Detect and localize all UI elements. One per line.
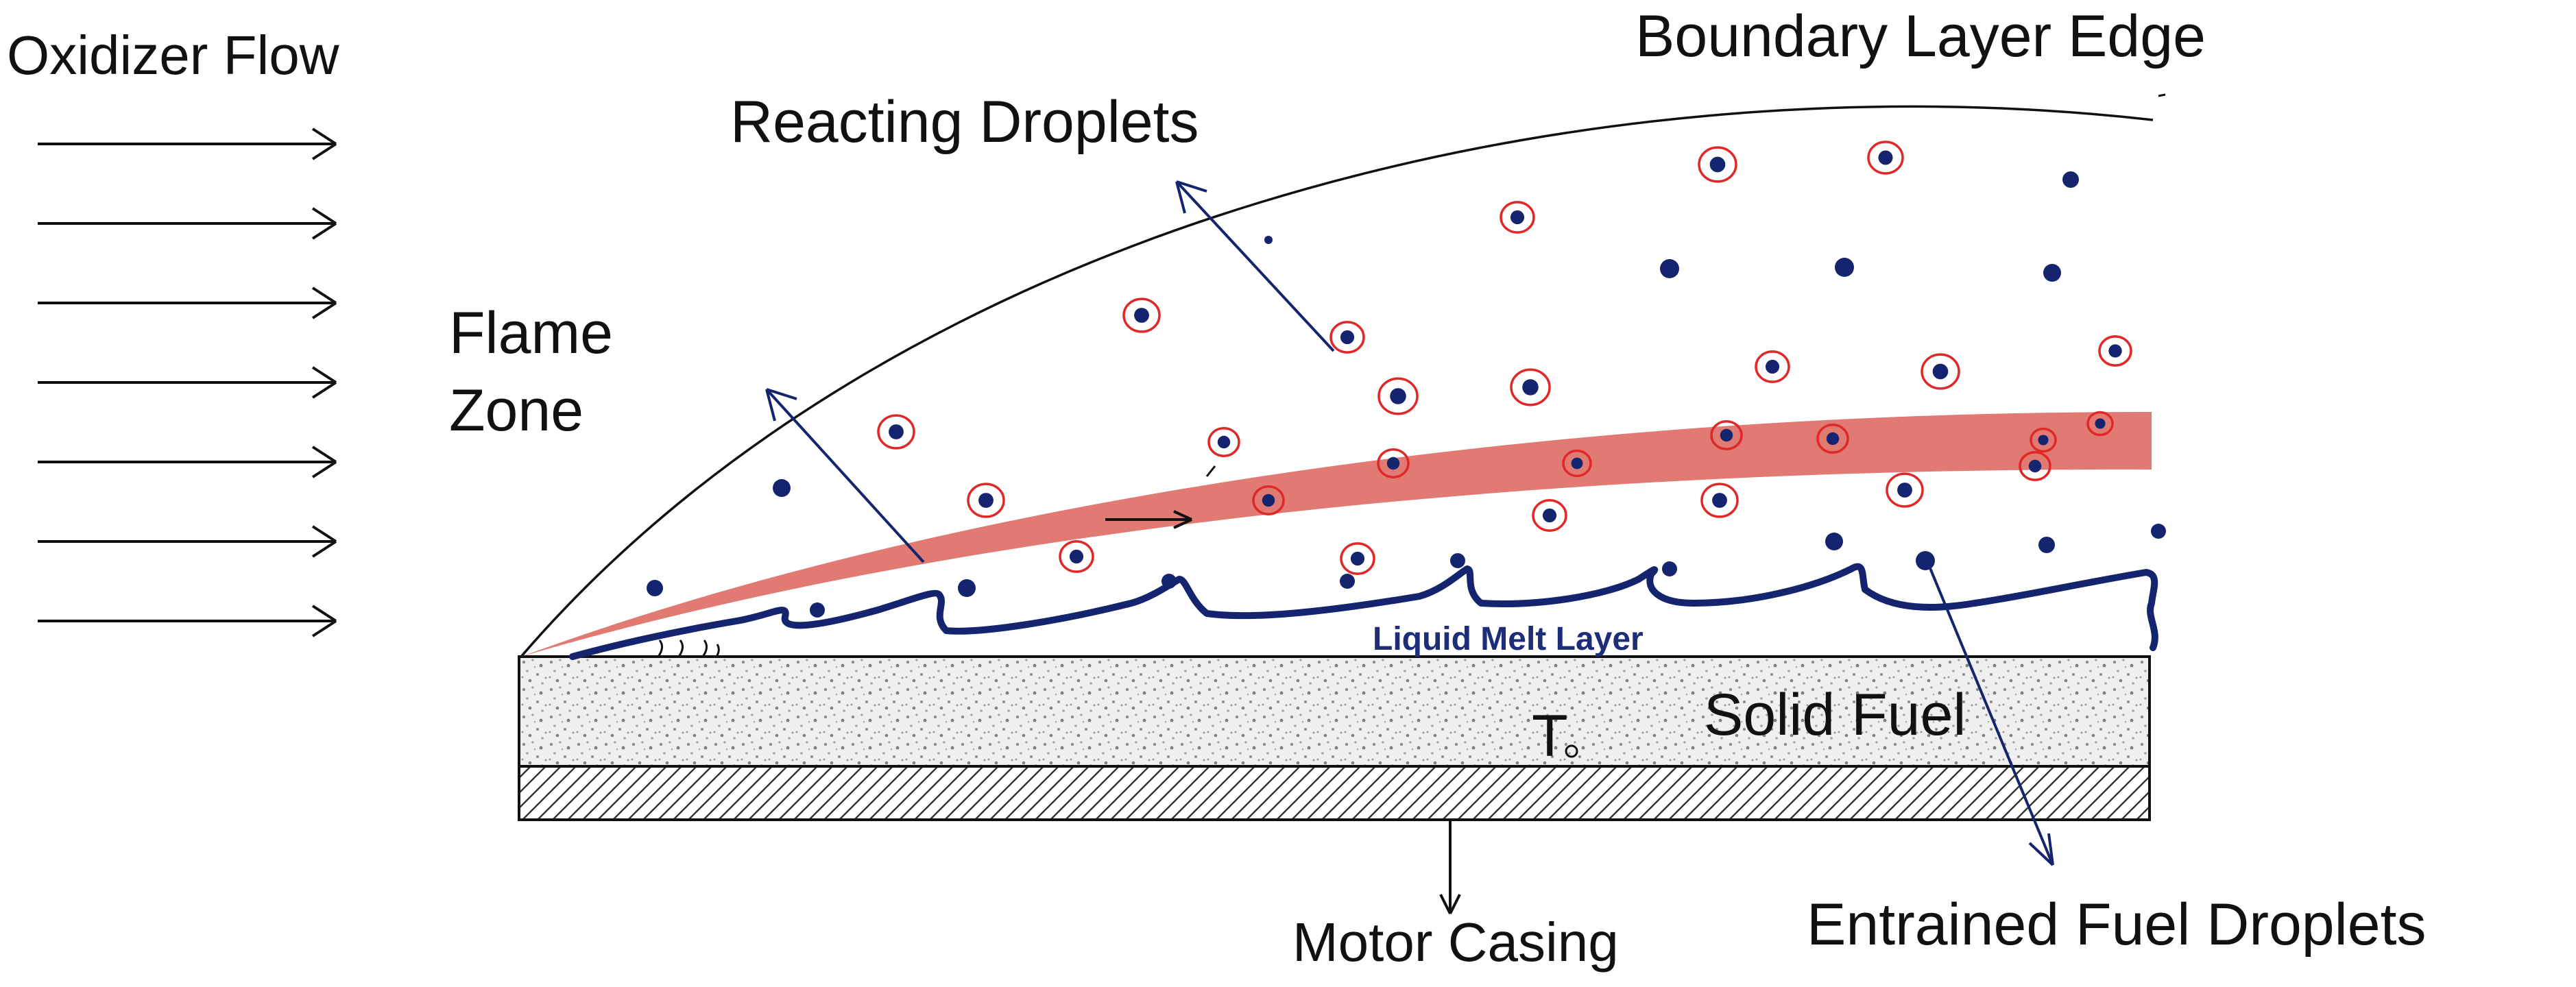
- melt-ripple-marks: [657, 639, 720, 657]
- reacting-droplet: [1059, 540, 1094, 573]
- oxidizer-flow-arrow: [38, 207, 337, 240]
- oxidizer-flow-arrow: [38, 127, 337, 160]
- reacting-droplet: [1510, 368, 1551, 406]
- fuel-droplet: [1825, 533, 1843, 550]
- fuel-droplet: [2038, 537, 2055, 553]
- reacting-droplets-label: Reacting Droplets: [730, 89, 1199, 155]
- reacting-droplet: [1207, 427, 1240, 457]
- reacting-droplet: [1377, 377, 1419, 415]
- reacting-droplet: [2019, 451, 2051, 481]
- fuel-droplet: [647, 580, 663, 596]
- liquid-melt-layer-label: Liquid Melt Layer: [1373, 621, 1644, 657]
- reacting-droplet: [1252, 485, 1285, 515]
- reacting-droplet: [1700, 483, 1739, 518]
- flow-tick-mark: [1205, 465, 1216, 477]
- flame-zone-band: [521, 411, 2152, 657]
- fuel-droplet: [810, 602, 825, 618]
- fuel-droplet: [1264, 236, 1273, 244]
- reacting-droplet: [2098, 335, 2132, 367]
- oxidizer-flow-arrows: [38, 127, 337, 637]
- fuel-droplet: [1835, 258, 1854, 277]
- reacting-droplet: [1816, 424, 1849, 454]
- reacting-droplets-group: [877, 141, 2132, 575]
- reacting-droplet: [1886, 472, 1924, 508]
- motor-casing-label: Motor Casing: [1292, 912, 1619, 973]
- oxidizer-flow-arrow: [38, 366, 337, 399]
- solid-fuel-label: Solid Fuel: [1704, 682, 1966, 748]
- reacting-droplet: [1122, 297, 1161, 333]
- boundary-layer-edge-tick: [2158, 93, 2166, 97]
- reacting-droplet: [1500, 201, 1535, 234]
- reacting-droplet: [967, 483, 1005, 518]
- motor-casing: [518, 765, 2151, 821]
- fuel-droplet: [1660, 259, 1679, 278]
- reacting-droplet: [1562, 449, 1592, 478]
- liquid-melt-layer-line: [569, 563, 2158, 660]
- reacting-droplet: [1921, 353, 1960, 390]
- oxidizer-flow-arrow: [38, 605, 337, 637]
- flame-zone-label-line2: Zone: [449, 378, 583, 443]
- reacting-droplet: [2030, 427, 2057, 453]
- fuel-droplet: [1662, 561, 1677, 576]
- entrained-fuel-droplets-label: Entrained Fuel Droplets: [1807, 892, 2426, 958]
- reacting-droplets-pointer-arrow: [1175, 180, 1335, 352]
- reacting-droplet: [1532, 499, 1567, 532]
- temperature-subscript-circle: [1565, 744, 1578, 758]
- fuel-droplet: [958, 579, 976, 597]
- reacting-droplet: [1698, 146, 1737, 183]
- reacting-droplet: [1377, 448, 1410, 478]
- flame-zone-label-line1: Flame: [449, 300, 613, 366]
- fuel-droplet: [2062, 171, 2079, 188]
- flow-direction-arrow: [1105, 510, 1192, 529]
- flame-zone-pointer-arrow: [765, 388, 925, 563]
- reacting-droplet: [877, 414, 915, 450]
- fuel-droplet: [773, 479, 791, 497]
- fuel-droplet: [1340, 574, 1355, 589]
- entrained-droplets-pointer-arrow: [1924, 556, 2054, 866]
- reacting-droplet: [1755, 350, 1790, 383]
- boundary-layer-edge-curve: [520, 105, 2154, 658]
- oxidizer-flow-arrow: [38, 446, 337, 478]
- reacting-droplet: [1867, 141, 1904, 175]
- fuel-droplet: [1916, 551, 1935, 570]
- entrained-fuel-droplets: [647, 171, 2166, 618]
- temperature-symbol: T: [1532, 703, 1568, 769]
- reacting-droplet: [1340, 542, 1375, 575]
- boundary-layer-edge-label: Boundary Layer Edge: [1635, 3, 2206, 69]
- oxidizer-flow-arrow: [38, 525, 337, 558]
- motor-casing-pointer-arrow: [1439, 820, 1461, 914]
- oxidizer-flow-arrow: [38, 287, 337, 319]
- fuel-droplet: [1161, 574, 1177, 589]
- fuel-droplet: [2151, 524, 2166, 539]
- fuel-droplet: [2043, 264, 2061, 282]
- oxidizer-flow-label: Oxidizer Flow: [7, 25, 339, 86]
- reacting-droplet: [2086, 411, 2114, 437]
- reacting-droplet: [1710, 420, 1743, 450]
- fuel-droplet: [1450, 553, 1465, 568]
- reacting-droplet: [1329, 321, 1365, 354]
